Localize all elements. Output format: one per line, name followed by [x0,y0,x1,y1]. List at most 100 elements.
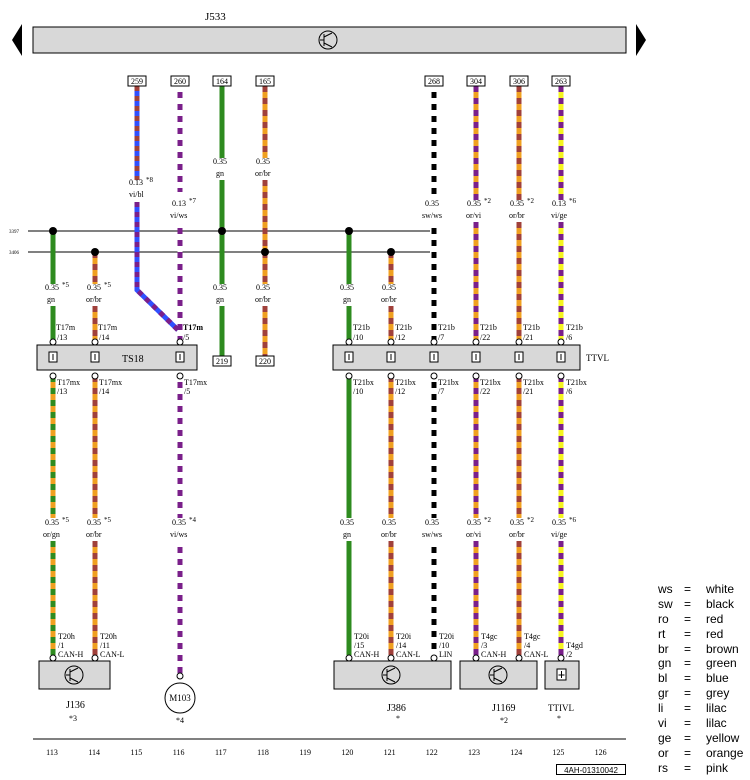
terminal-pin [91,654,99,662]
legend-meaning: pink [706,760,729,775]
wire-label: or/br [509,211,525,220]
wire-labels-middle: 0.35*5 gn 0.35*5 or/br 0.35 gn 0.35 or/b… [45,281,397,304]
wire-label: or/br [86,295,102,304]
legend-meaning: orange [706,745,744,760]
splice-dot [91,248,99,256]
pin-label: /14 [99,333,109,342]
component-note: * [396,714,400,723]
legend-row: gr=grey [658,686,748,701]
terminal-pin [430,338,438,346]
pin-label: T21b [395,323,412,332]
ruler-number: 115 [131,748,143,757]
terminal-pin [176,672,184,680]
ruler-number: 126 [595,748,607,757]
pin-label: /7 [438,387,444,396]
ts18-label: TS18 [122,354,144,365]
ruler-number: 118 [257,748,269,757]
wire-label: 0.35*4 [172,516,197,527]
pin-label: T21b [523,323,540,332]
wire-label: vi/bl [129,190,144,199]
pin-label: /22 [480,387,490,396]
connector-box [551,75,571,87]
terminal-pin [91,372,99,380]
wire-label: 0.13*7 [172,197,197,208]
component-name: M103 [169,693,191,703]
legend-row: vi = lilac [658,716,748,731]
wire-label: gn [216,295,224,304]
legend-meaning: brown [706,641,739,656]
pin-label: /4 [524,641,530,650]
pin-label: LIN [439,650,453,659]
legend-code: vi [658,716,667,731]
wire-label: or/vi [466,211,482,220]
wire-label: 0.35 [213,283,227,292]
legend-code: rs [658,760,668,775]
pin-label: T20i [439,632,455,641]
connector-box [509,75,529,87]
pin-label: /14 [396,641,406,650]
wire-label: 0.35*2 [510,516,535,527]
ruler-number: 123 [468,748,480,757]
connector-label: 263 [555,77,567,86]
legend-eq: = [684,641,692,656]
pin-label: /5 [183,333,189,342]
pin-label: T17m [98,323,118,332]
terminal-pin [91,338,99,346]
terminal-pin [515,372,523,380]
pin-label: /1 [58,641,64,650]
legend-code: ro [658,611,669,626]
ttvl-label: TTVL [586,353,609,363]
wire-labels-upper: 0.13*8 vi/bl 0.13*7 vi/ws 0.35 gn 0.35 o… [129,157,577,220]
legend-eq: = [684,671,692,686]
ruler-number: 117 [215,748,227,757]
legend-meaning: lilac [706,716,727,731]
legend-row: li=lilac [658,701,748,716]
ruler-number: 121 [384,748,396,757]
legend-row: ge=yellow [658,731,748,746]
terminal-pin [345,338,353,346]
terminal-pin [472,654,480,662]
component-note: *3 [69,714,77,723]
arrow-left-icon [12,24,22,40]
arrow-right-icon [636,40,646,56]
pin-label: T21bx [566,378,587,387]
connector-label: 304 [470,77,482,86]
pin-label: T20h [58,632,75,641]
transistor-icon [64,665,84,685]
wire-label: or/br [255,169,271,178]
wire-label: 0.35 [256,283,270,292]
legend-eq: = [684,716,692,731]
diagram-title: J533 [205,11,226,23]
ruler-number: 116 [173,748,185,757]
wire-label: or/br [381,530,397,539]
pin-label: T4gc [481,632,498,641]
legend-meaning: red [706,611,724,626]
connector-box [212,75,232,87]
legend-row: sw=black [658,597,748,612]
terminal-pin [557,654,565,662]
pin-label: T21bx [395,378,416,387]
pin-label: CAN-L [524,650,549,659]
legend-meaning: grey [706,686,730,701]
terminal-pin [387,338,395,346]
splice-dot [261,248,269,256]
wire-label: 0.35*5 [45,281,70,292]
pin-label: /7 [438,333,444,342]
terminal-pin [49,654,57,662]
connector-label: 259 [131,77,143,86]
legend-code: rt [658,626,666,641]
pin-label: T21b [566,323,583,332]
wire-label: 0.35*2 [510,197,535,208]
connector-box [212,355,232,367]
ruler-number: 113 [46,748,58,757]
pin-label: T20i [396,632,412,641]
component-note: *2 [500,716,508,725]
pin-label: CAN-H [481,650,507,659]
ruler-number: 119 [299,748,311,757]
pin-label: T17mx [99,378,122,387]
legend-eq: = [684,686,692,701]
connector-label: 164 [216,77,228,86]
legend-row: ws=white [658,582,748,597]
wire-label: or/br [86,530,102,539]
component-j386: J386 * [333,660,452,723]
